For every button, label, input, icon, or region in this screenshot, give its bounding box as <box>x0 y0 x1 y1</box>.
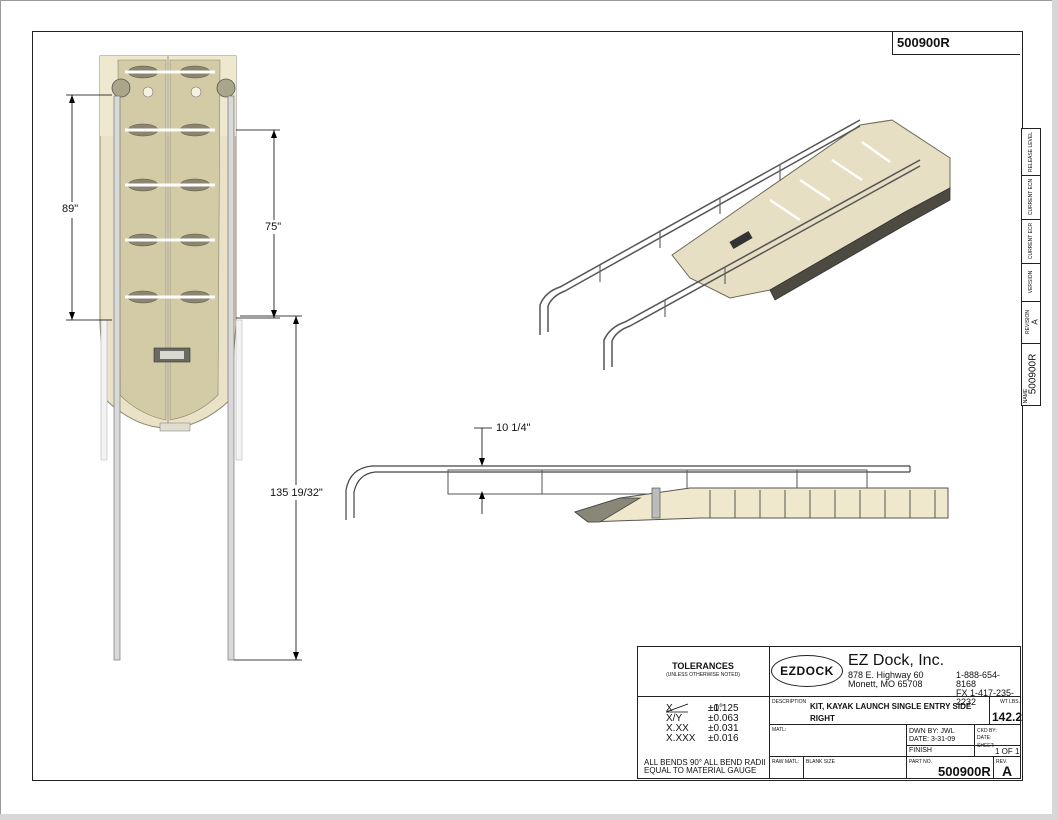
dim-float-length: 75" <box>265 221 282 233</box>
part-no-cell: PART NO. <box>907 757 994 779</box>
finish-divider <box>907 745 1021 746</box>
drawing-border <box>32 31 1023 781</box>
revision-cell: REVISION A <box>1022 301 1040 344</box>
matl-cell: MATL: <box>770 725 907 757</box>
tolerance-table: ±1° <box>638 697 770 779</box>
company-name: EZ Dock, Inc. <box>848 652 945 669</box>
version-cell: VERSION <box>1022 263 1040 302</box>
top-part-number-text: 500900R <box>897 35 950 50</box>
title-block: TOLERANCES (UNLESS OTHERWISE NOTED) ±1° … <box>637 646 1023 779</box>
description-text: KIT, KAYAK LAUNCH SINGLE ENTRY SIDE RIGH… <box>810 702 972 723</box>
dim-rail-height: 10 1/4" <box>496 422 531 434</box>
weight-cell: WT LBS. <box>990 697 1021 725</box>
company-block <box>770 647 1021 697</box>
tol-row: X/Y±0.063 <box>666 713 739 724</box>
current-ecn-cell: CURRENT ECN <box>1022 175 1040 220</box>
weight-value: 142.2 <box>992 710 1023 724</box>
dim-rail-length: 135 19/32" <box>270 487 323 499</box>
bend-note: ALL BENDS 90° ALL BEND RADII EQUAL TO MA… <box>644 758 766 775</box>
tol-row: X.XX±0.031 <box>666 723 739 734</box>
angle-icon <box>665 703 689 713</box>
isometric-view <box>539 119 951 370</box>
rev-cell: REV. <box>996 759 1008 765</box>
current-ecr-cell: CURRENT ECR <box>1022 219 1040 264</box>
tol-row: X±0.125 <box>666 703 739 714</box>
part-no-value: 500900R <box>938 764 991 779</box>
checked-cell: CKD BY: DATE: SHEET: 1 OF 1 <box>975 725 1021 757</box>
blank-size-cell: BLANK SIZE <box>804 757 907 779</box>
company-address: 878 E. Highway 60 Monett, MO 65708 <box>848 670 924 689</box>
top-view <box>66 55 302 661</box>
rev-value: A <box>1002 763 1013 779</box>
raw-matl-cell: RAW MATL: <box>770 757 804 779</box>
company-phone: 1-888-654-8168 FX 1-417-235-2232 <box>956 670 1015 707</box>
ezdock-logo: EZDOCK <box>771 655 843 687</box>
dim-overall-length: 89" <box>62 203 79 215</box>
release-level-cell: RELEASE LEVEL <box>1022 129 1040 176</box>
angle-tolerance: ±1° <box>708 703 724 714</box>
page-shadow-right <box>1052 0 1058 820</box>
top-part-number: 500900R <box>892 31 1020 55</box>
revision-strip: RELEASE LEVEL CURRENT ECN CURRENT ECR VE… <box>1021 128 1041 406</box>
description-cell: DESCRIPTION <box>770 697 990 725</box>
tolerance-header: TOLERANCES (UNLESS OTHERWISE NOTED) <box>638 647 770 697</box>
side-view <box>345 427 949 523</box>
page-shadow-bottom <box>0 814 1058 820</box>
tolerance-rows: X±0.125 X/Y±0.063 X.XX±0.031 X.XXX±0.016 <box>666 704 739 744</box>
tol-row: X.XXX±0.016 <box>666 733 739 744</box>
drawn-cell: DWN BY: JWL DATE: 3-31-09 FINISH <box>907 725 975 757</box>
